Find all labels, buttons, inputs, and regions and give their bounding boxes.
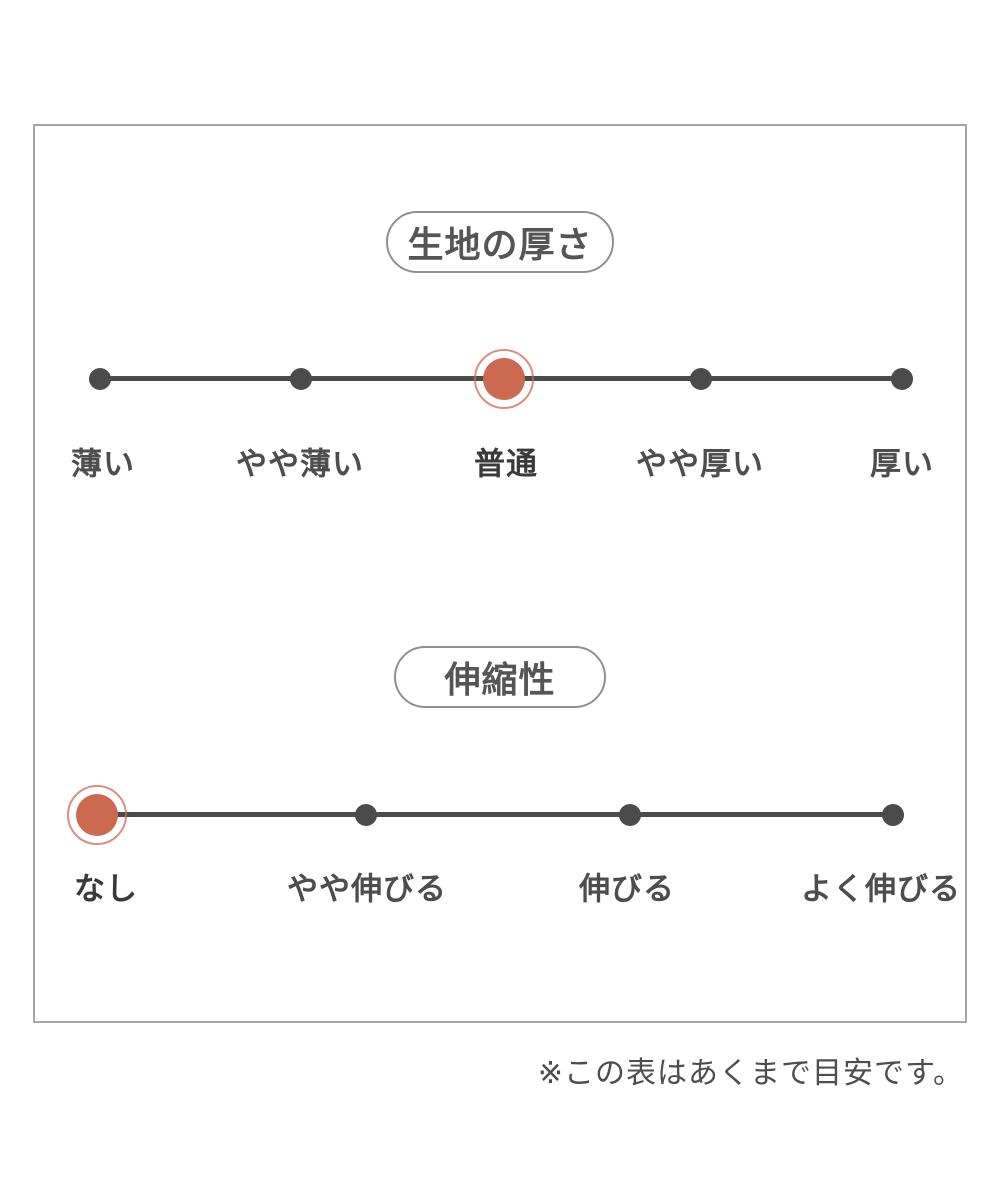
thickness-label-slightly-thick: やや厚い [636,446,764,483]
stretch-scale-track [97,812,893,817]
thickness-label-thick: 厚い [870,446,934,483]
stretch-dot-very-stretch [882,804,904,826]
thickness-label-normal-selected: 普通 [474,446,538,483]
thickness-dot-thin [89,368,111,390]
thickness-label-slightly-thin: やや薄い [236,446,364,483]
thickness-dot-normal-selected [474,349,534,409]
thickness-title-pill: 生地の厚さ [386,211,614,273]
thickness-label-thin: 薄い [71,446,135,483]
guide-box-border [33,124,967,1023]
stretch-dot-none-selected [67,785,127,845]
stretch-dot-slight-stretch [355,804,377,826]
stretch-title: 伸縮性 [444,660,556,701]
stretch-title-pill: 伸縮性 [394,646,606,708]
thickness-dot-slightly-thick [690,368,712,390]
thickness-dot-thick [891,368,913,390]
stretch-label-very-stretch: よく伸びる [801,871,961,908]
stretch-label-stretch: 伸びる [579,871,675,908]
thickness-dot-slightly-thin [290,368,312,390]
stretch-dot-stretch [619,804,641,826]
stretch-label-slight-stretch: やや伸びる [287,871,447,908]
disclaimer-note: ※この表はあくまで目安です。 [537,1056,964,1091]
stretch-label-none-selected: なし [74,871,138,908]
thickness-title: 生地の厚さ [407,225,593,266]
